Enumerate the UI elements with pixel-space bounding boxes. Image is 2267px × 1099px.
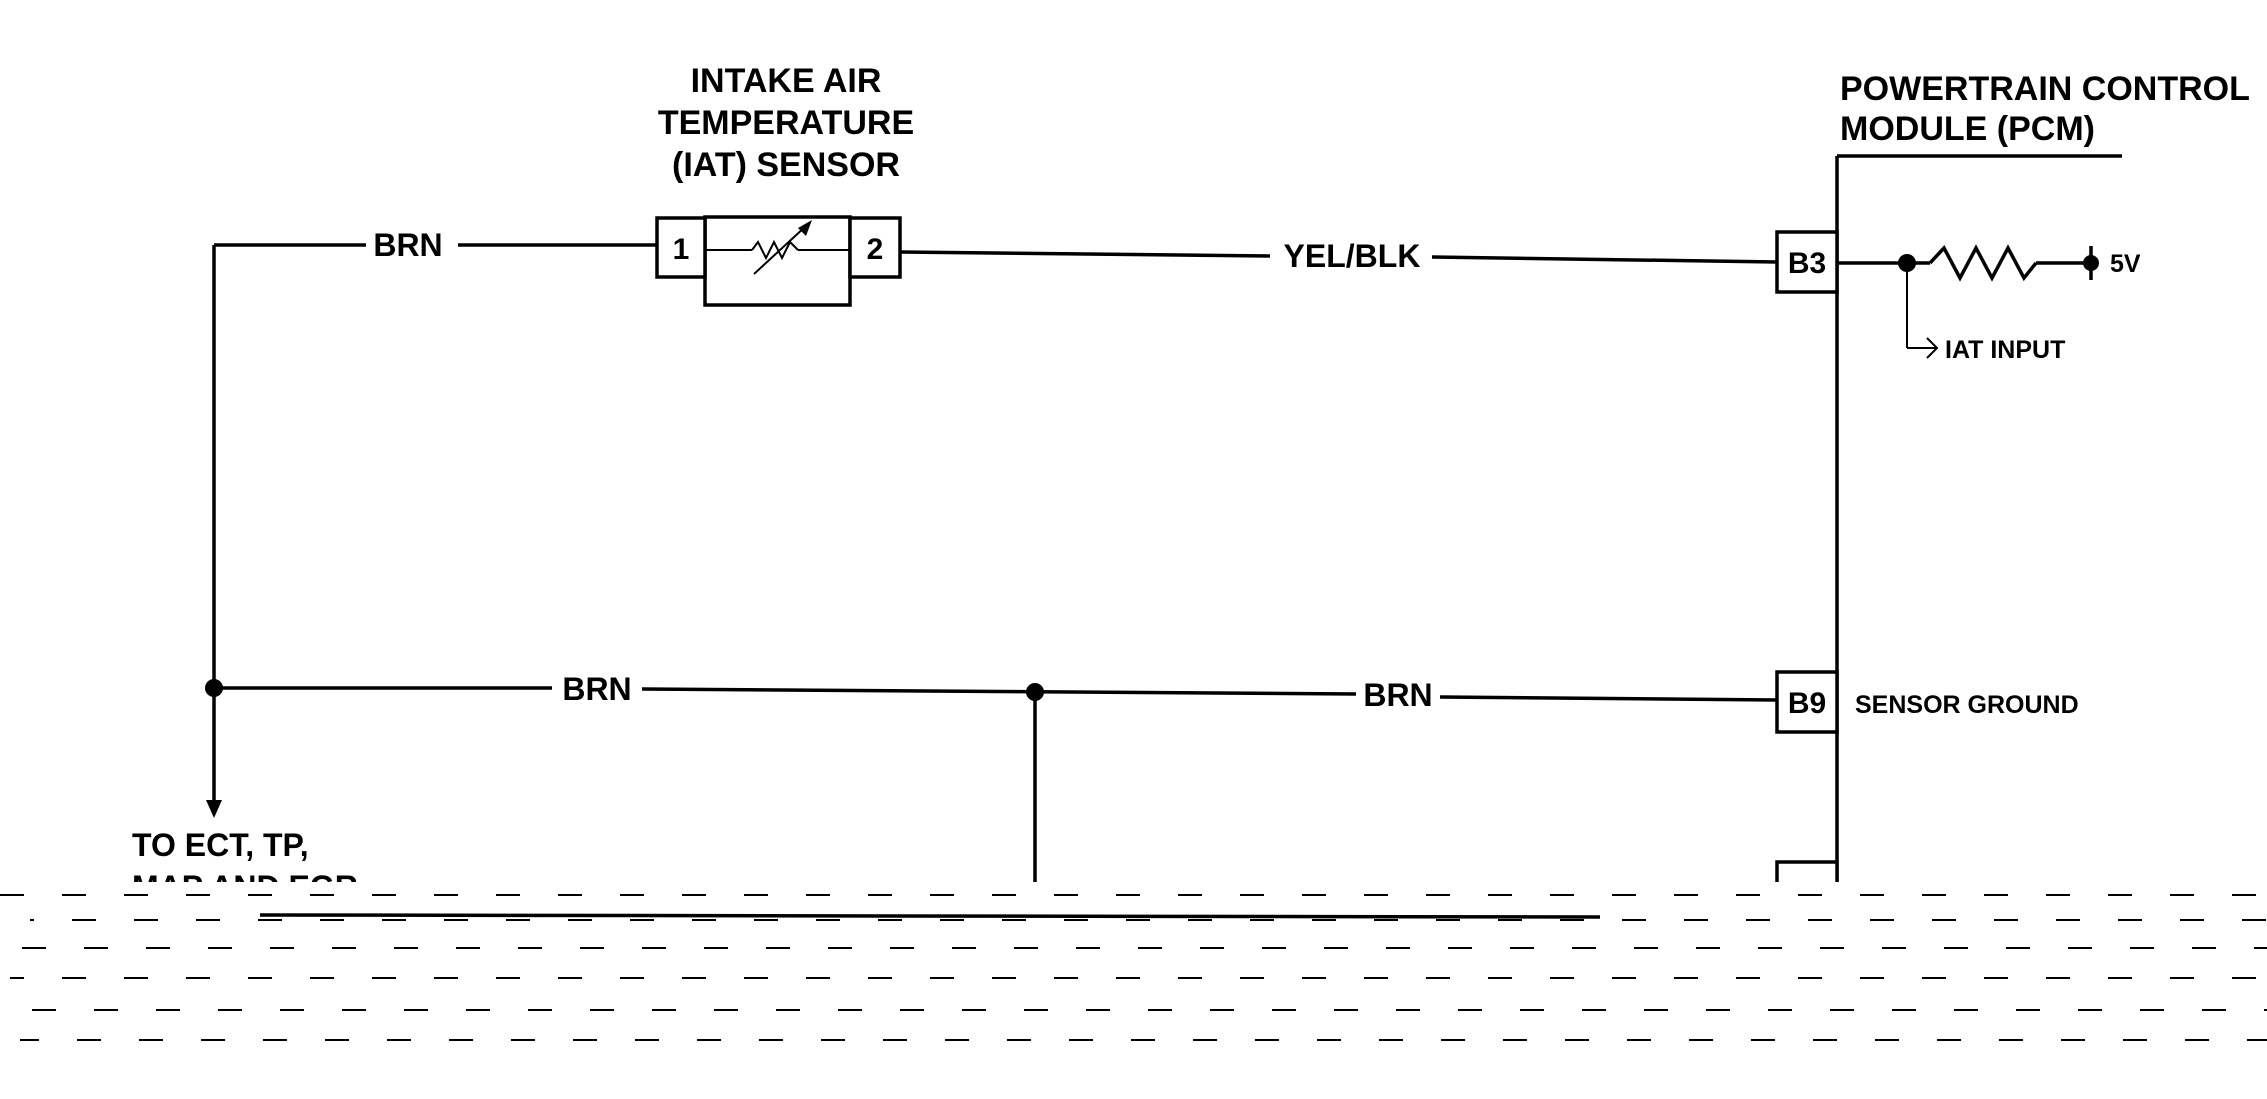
thermistor-arrowhead-icon xyxy=(798,220,812,236)
iat-sensor-body xyxy=(703,215,852,307)
pcm-pin-b9-box xyxy=(1775,670,1839,734)
pcm-pin-b3: B3 xyxy=(1775,230,1839,294)
wire-brn-top-label: BRN xyxy=(373,227,442,263)
scan-artifact-dashes xyxy=(0,882,2267,1099)
iat-pin-1-box xyxy=(655,216,707,279)
lower-artifact-line xyxy=(259,913,1601,919)
ect-tp-map-egr-note: TO ECT, TP, MAP AND EGR xyxy=(132,688,358,905)
pcm-pullup-circuit: 5V IAT INPUT xyxy=(1837,244,2141,364)
pcm-boundary xyxy=(1835,154,2122,885)
pcm-title-line1: POWERTRAIN CONTROL xyxy=(1840,70,2250,108)
thermistor-variable-arrow-icon xyxy=(753,225,807,275)
iat-sensor-pin-1: 1 xyxy=(655,216,707,279)
wire-yel-blk-label: YEL/BLK xyxy=(1284,238,1421,274)
wire-brn-mid-right-label: BRN xyxy=(1363,677,1432,713)
pcm-pin-b9: B9 SENSOR GROUND xyxy=(1775,670,2079,734)
supply-voltage-label: 5V xyxy=(2110,250,2141,278)
iat-input-label: IAT INPUT xyxy=(1945,336,2065,364)
wire-yel-blk: YEL/BLK xyxy=(899,238,1778,274)
iat-sensor-housing xyxy=(703,215,852,307)
wire-yel-blk-seg-left xyxy=(899,250,1271,258)
iat-sensor-title-line3: (IAT) SENSOR xyxy=(672,146,900,184)
wire-lower-branch xyxy=(1033,692,1839,890)
pcm-title-line2: MODULE (PCM) xyxy=(1840,110,2095,148)
wire-brn-middle: BRN BRN xyxy=(205,671,1778,713)
pcm-pin-b3-label: B3 xyxy=(1788,247,1826,280)
iat-pin-1-label: 1 xyxy=(673,233,690,266)
scan-artifact-mask xyxy=(0,882,2267,1099)
wire-brn-top: BRN xyxy=(212,227,657,688)
wire-brn-mid-seg3 xyxy=(1439,695,1778,702)
wire-brn-mid-seg2 xyxy=(641,687,1357,696)
iat-sensor-title-line1: INTAKE AIR xyxy=(691,62,882,100)
wire-brn-mid-left-label: BRN xyxy=(562,671,631,707)
iat-sensor-title: INTAKE AIR TEMPERATURE (IAT) SENSOR xyxy=(658,62,914,184)
iat-sensor-title-line2: TEMPERATURE xyxy=(658,104,914,142)
pcm-title: POWERTRAIN CONTROL MODULE (PCM) xyxy=(1840,70,2250,148)
wire-yel-blk-seg-right xyxy=(1431,255,1778,264)
iat-input-arrow-icon xyxy=(1926,337,1939,359)
pcm-pin-b9-label: B9 xyxy=(1788,687,1826,720)
iat-pin-2-box xyxy=(848,216,902,279)
down-arrow-icon xyxy=(206,800,222,818)
iat-sensor-pin-2: 2 xyxy=(848,216,902,279)
iat-pin-2-label: 2 xyxy=(867,233,884,266)
pullup-resistor-icon xyxy=(1928,244,2038,282)
pcm-pin-b9-signal-label: SENSOR GROUND xyxy=(1855,691,2079,719)
note-line1: TO ECT, TP, xyxy=(132,827,309,863)
